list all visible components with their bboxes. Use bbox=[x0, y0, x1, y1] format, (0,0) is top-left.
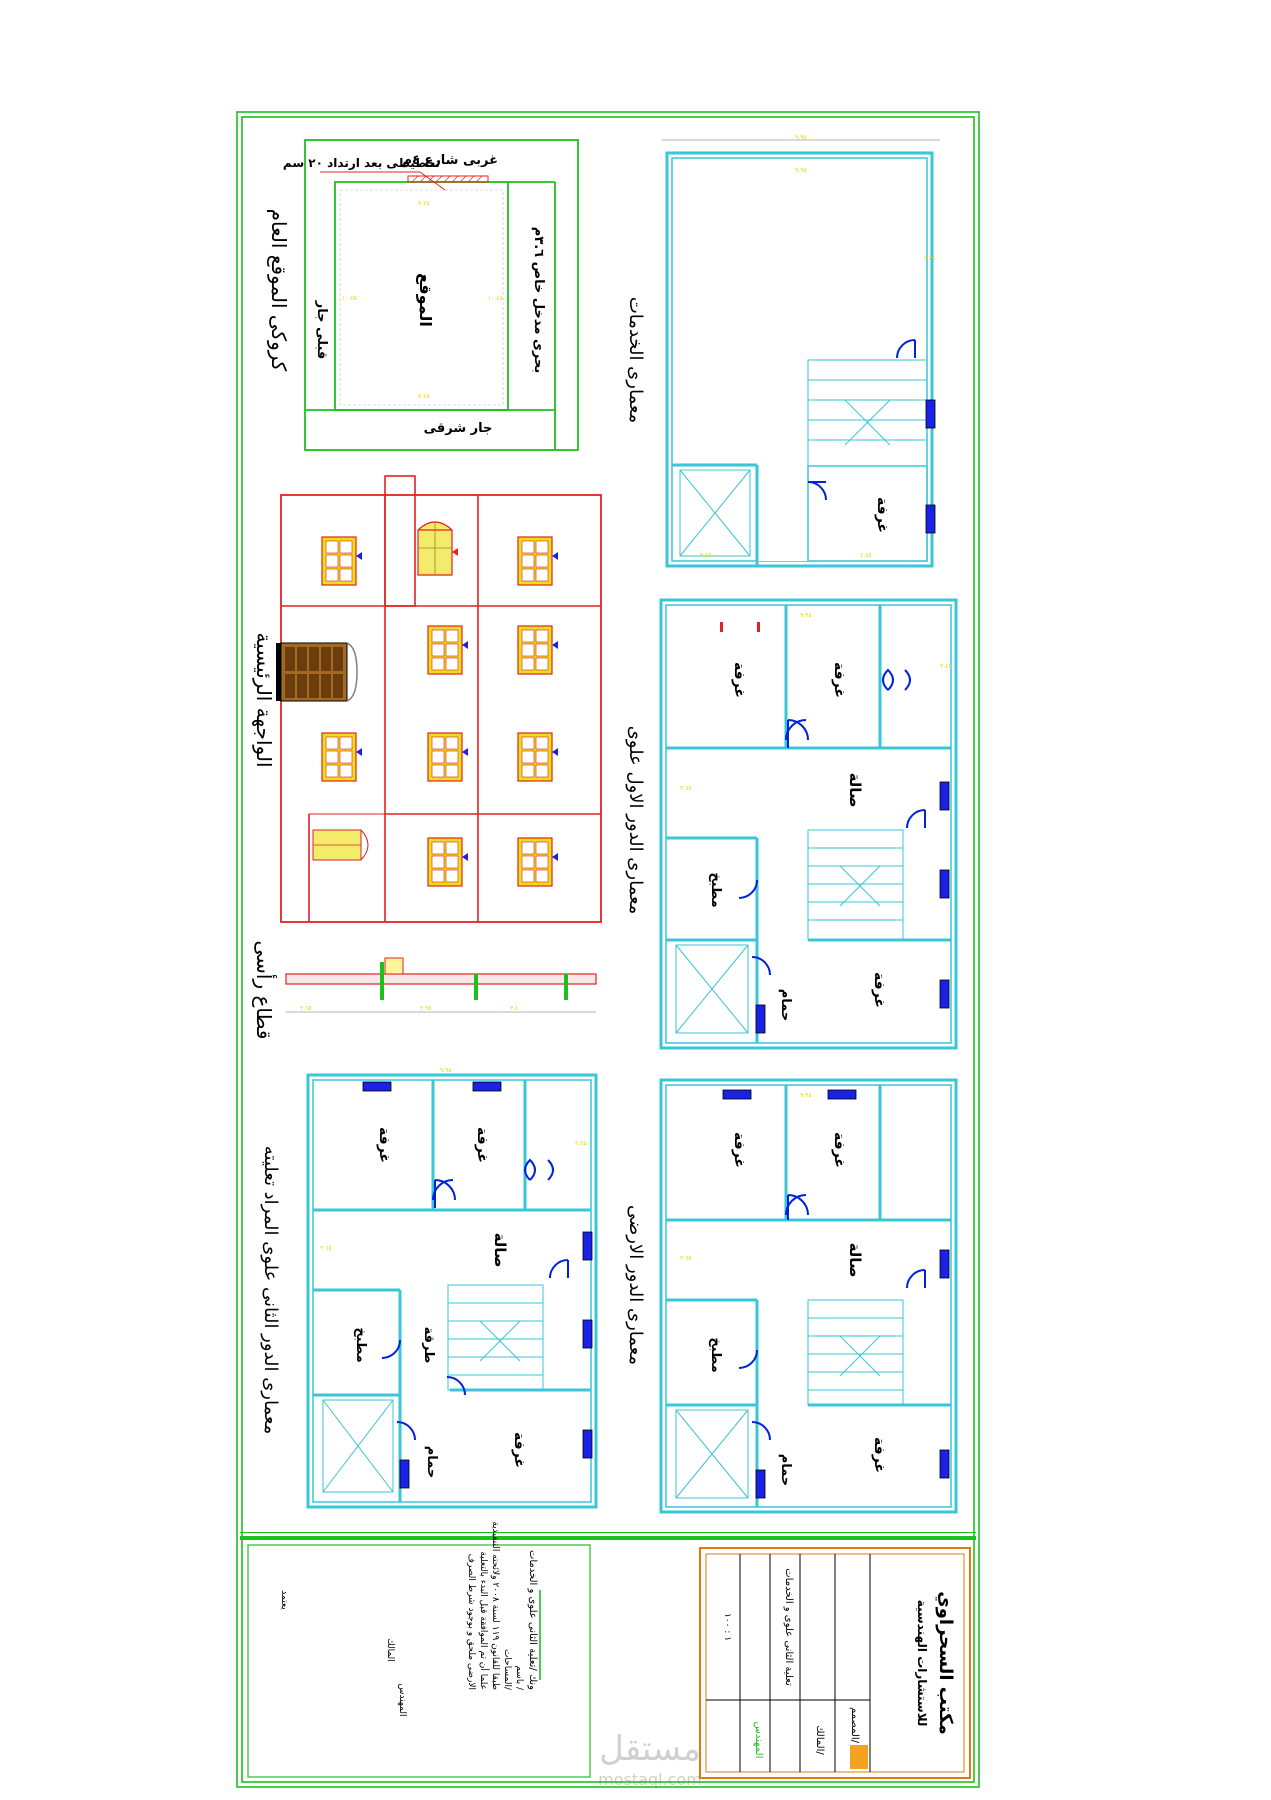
services-plan: ٩.٩٥ ٩.٩٥ ٣.٤٥ ٤.٨٥ ٥.٣٥ غرفة معمارى الخ… bbox=[625, 134, 940, 568]
svg-text:٩.٩٥: ٩.٩٥ bbox=[800, 1092, 812, 1099]
second-floor-plan: ٩.٩٥ ٣.٦٥ ٣.٤٥ غرفة غرفة صالة مطبخ طرقة … bbox=[260, 1067, 598, 1509]
mostaql-watermark: مستقل mostaql.com bbox=[598, 1729, 702, 1789]
site-plan: ٧.٧٥ ٧.٧٥ ١٠.٤٥ ١٠.٤٥ غربى شارع ٤م تخطيط… bbox=[267, 139, 579, 451]
first-floor-room-1: غرفة bbox=[731, 662, 747, 698]
ground-floor-hall: صالة bbox=[846, 1243, 864, 1278]
facade-main-door bbox=[276, 642, 358, 702]
second-floor-hall: صالة bbox=[491, 1233, 509, 1268]
site-south-label: بحرى مدخل خاص ٣.٦م bbox=[531, 227, 546, 373]
designer-label: المصمم/ bbox=[849, 1707, 860, 1744]
vertical-section: ٣.٦٥ ٣.٩٥ ٣.٤٠ قطاع رأسى bbox=[252, 941, 597, 1040]
svg-text:٣.٩٥: ٣.٩٥ bbox=[420, 1005, 432, 1012]
svg-text:٣.٤٥: ٣.٤٥ bbox=[940, 663, 952, 670]
svg-text:١٠.٤٥: ١٠.٤٥ bbox=[488, 295, 503, 302]
svg-text:٧.٧٥: ٧.٧٥ bbox=[418, 200, 430, 207]
title-block: مكتب السحراوي للاستشارات الهندسية تعلية … bbox=[699, 1547, 971, 1779]
svg-text:٣.٤٥: ٣.٤٥ bbox=[575, 1140, 587, 1147]
svg-text:٣.٦٥: ٣.٦٥ bbox=[680, 1255, 692, 1262]
first-floor-kitchen: مطبخ bbox=[708, 872, 723, 907]
ground-floor-room-2: غرفة bbox=[831, 1132, 847, 1168]
notes-sign-engineer: المهندس bbox=[397, 1683, 407, 1716]
notes-line-3: المساحات/ bbox=[502, 1649, 512, 1691]
ground-floor-room-1: غرفة bbox=[731, 1132, 747, 1168]
notes-line-6: الارضى ملحق و بوجود شرط الصرف bbox=[466, 1554, 476, 1690]
notes-line-4: طبقا للقانون ١١٩ لسنة ٢٠٠٨ ولائحته التنف… bbox=[490, 1521, 500, 1690]
svg-text:٩.٩٥: ٩.٩٥ bbox=[795, 167, 807, 174]
site-center-label: الموقع bbox=[416, 273, 435, 327]
first-floor-bath: حمام bbox=[778, 989, 793, 1022]
watermark-url: mostaql.com bbox=[598, 1770, 702, 1789]
first-floor-hall: صالة bbox=[846, 773, 864, 808]
second-floor-room-1: غرفة bbox=[376, 1127, 392, 1163]
svg-text:٩.٩٥: ٩.٩٥ bbox=[800, 612, 812, 619]
notes-line-2: باسم / bbox=[514, 1665, 524, 1691]
drawing-label: المهندس bbox=[753, 1722, 764, 1759]
services-plan-title: معمارى الخدمات bbox=[625, 297, 646, 423]
svg-text:٣.٤٠: ٣.٤٠ bbox=[510, 1005, 522, 1012]
watermark-logo: مستقل bbox=[599, 1729, 701, 1769]
services-room-1: غرفة bbox=[874, 497, 890, 533]
facade-drawing: الواجهة الرئيسية bbox=[252, 475, 602, 923]
first-floor-room-3: غرفة bbox=[871, 972, 887, 1008]
svg-text:٤.٨٥: ٤.٨٥ bbox=[860, 552, 872, 559]
first-floor-title: معمارى الدور الاول علوى bbox=[625, 726, 646, 915]
site-north-label: غربى شارع ٤م bbox=[402, 153, 498, 168]
facade-windows bbox=[321, 521, 558, 887]
site-west-label: قبلى جار bbox=[314, 300, 329, 360]
svg-text:٥.٣٥: ٥.٣٥ bbox=[924, 255, 936, 262]
svg-text:٣.٦٥: ٣.٦٥ bbox=[680, 785, 692, 792]
notes-block: ونك /تعلية الثانى علوى و الخدمات باسم / … bbox=[247, 1521, 591, 1778]
svg-text:٧.٧٥: ٧.٧٥ bbox=[418, 393, 430, 400]
svg-text:١٠.٤٥: ١٠.٤٥ bbox=[342, 295, 357, 302]
notes-line-1: ونك /تعلية الثانى علوى و الخدمات bbox=[527, 1550, 538, 1690]
ground-floor-plan: ٩.٩٥ ٣.٦٥ غرفة غرفة صالة مطبخ حمام غرفة … bbox=[625, 1078, 958, 1514]
svg-text:٣.٦٥: ٣.٦٥ bbox=[320, 1245, 332, 1252]
ground-floor-kitchen: مطبخ bbox=[708, 1337, 723, 1372]
second-floor-room-3: غرفة bbox=[511, 1432, 527, 1468]
project-name: تعلية الثانى علوى و الخدمات bbox=[783, 1568, 794, 1686]
ground-floor-bath: حمام bbox=[778, 1454, 793, 1487]
ground-floor-room-3: غرفة bbox=[871, 1437, 887, 1473]
notes-line-5: علما أن تم الموافقة قبل البدء بالتعلية bbox=[478, 1551, 490, 1690]
owner-label: المالك/ bbox=[814, 1725, 825, 1755]
svg-text:٣.٦٥: ٣.٦٥ bbox=[300, 1005, 312, 1012]
notes-sign-approve: يعتمد bbox=[279, 1590, 289, 1610]
second-floor-bath: حمام bbox=[424, 1446, 439, 1479]
second-floor-corridor: طرقة bbox=[421, 1327, 436, 1364]
svg-text:٩.٩٥: ٩.٩٥ bbox=[440, 1067, 452, 1074]
section-title: قطاع رأسى bbox=[252, 941, 277, 1040]
svg-text:٩.٩٥: ٩.٩٥ bbox=[795, 134, 807, 141]
office-subtitle: للاستشارات الهندسية bbox=[915, 1600, 929, 1727]
site-plan-title: كروكى الموقع العام bbox=[267, 209, 291, 372]
second-floor-title: معمارى الدور الثانى علوى المراد تعليته bbox=[260, 1146, 281, 1434]
first-floor-plan: ٩.٩٥ ٣.٤٥ ٣.٦٥ غرفة غرفة صالة مطبخ حمام … bbox=[625, 598, 958, 1050]
scale-label: ١ : ١٠٠ bbox=[722, 1613, 732, 1641]
office-name: مكتب السحراوي bbox=[935, 1591, 956, 1735]
facade-shop-door bbox=[312, 829, 369, 861]
second-floor-room-2: غرفة bbox=[474, 1127, 490, 1163]
notes-sign-owner: المالك bbox=[385, 1638, 395, 1662]
facade-title: الواجهة الرئيسية bbox=[252, 632, 276, 767]
site-east-label: جار شرقى bbox=[424, 421, 493, 436]
ground-floor-title: معمارى الدور الارضى bbox=[625, 1205, 646, 1365]
sheet-frame bbox=[236, 111, 980, 1788]
site-planning-note: تخطيطى بعد ارتداد ٢٠ سم bbox=[283, 156, 440, 170]
first-floor-room-2: غرفة bbox=[831, 662, 847, 698]
svg-text:٣.٤٥: ٣.٤٥ bbox=[700, 552, 712, 559]
second-floor-kitchen: مطبخ bbox=[353, 1327, 368, 1362]
